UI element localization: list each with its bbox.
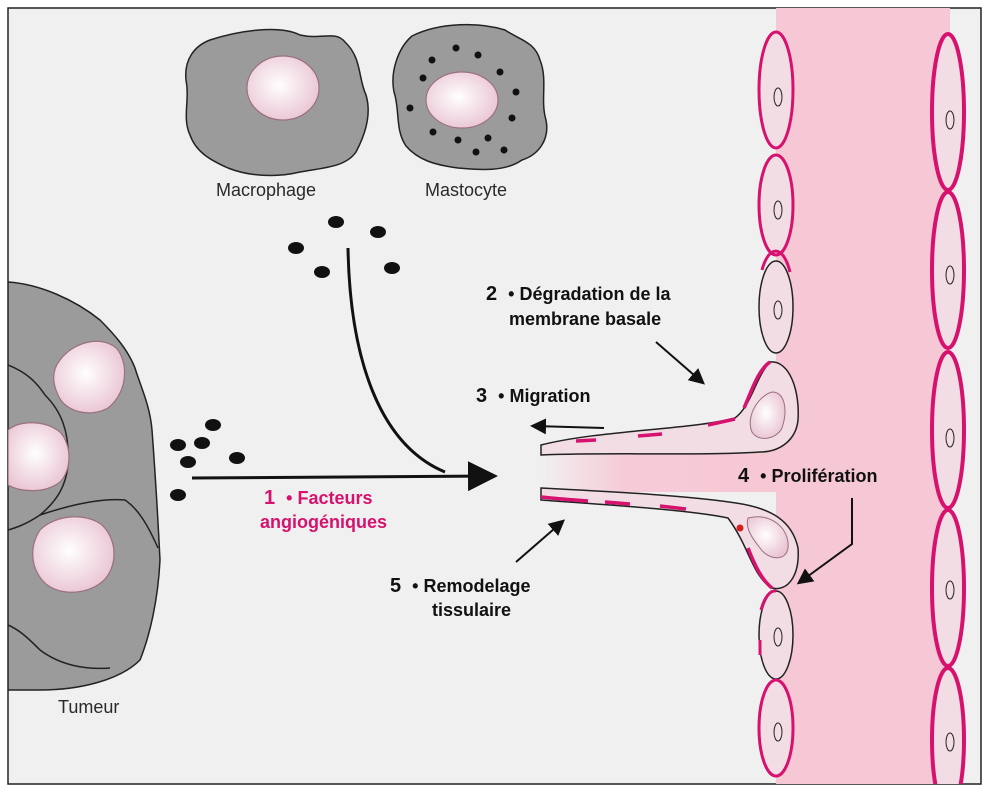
tumor-nucleus bbox=[33, 517, 114, 592]
mastocyte-nucleus bbox=[426, 72, 498, 128]
step4-text: • Prolifération bbox=[760, 466, 877, 486]
step5-line2: tissulaire bbox=[432, 600, 511, 620]
dividing-marker bbox=[737, 525, 744, 532]
endothelial-cell bbox=[759, 155, 793, 255]
granule bbox=[407, 105, 414, 112]
factor-granule bbox=[314, 266, 330, 278]
step2-label: 2 • Dégradation de la bbox=[486, 283, 671, 305]
step1-line2: angiogéniques bbox=[260, 512, 387, 532]
granule bbox=[453, 45, 460, 52]
granule bbox=[509, 115, 516, 122]
granule bbox=[420, 75, 427, 82]
arrow-factors-to-sprout bbox=[192, 476, 492, 478]
step3-text: • Migration bbox=[498, 386, 590, 406]
lower-sprout-membrane bbox=[605, 502, 630, 504]
mastocyte bbox=[393, 25, 547, 170]
granule bbox=[430, 129, 437, 136]
label-macrophage: Macrophage bbox=[216, 180, 316, 200]
endothelial-cell bbox=[759, 680, 793, 776]
granule bbox=[513, 89, 520, 96]
step3-number: 3 bbox=[476, 385, 487, 407]
granule bbox=[473, 149, 480, 156]
factor-granule bbox=[384, 262, 400, 274]
step4-number: 4 bbox=[738, 465, 750, 487]
factor-granule bbox=[205, 419, 221, 431]
endothelial-cell bbox=[932, 192, 964, 348]
tumor-nucleus bbox=[8, 423, 69, 491]
endothelial-cell bbox=[932, 510, 964, 666]
factor-granule bbox=[328, 216, 344, 228]
step5-line1: • Remodelage bbox=[412, 576, 530, 596]
label-mastocyte: Mastocyte bbox=[425, 180, 507, 200]
label-tumor: Tumeur bbox=[58, 697, 119, 717]
endothelial-cell bbox=[932, 668, 964, 792]
granule bbox=[429, 57, 436, 64]
upper-sprout-membrane bbox=[576, 440, 596, 441]
factor-granule bbox=[370, 226, 386, 238]
granule bbox=[501, 147, 508, 154]
factor-granule bbox=[288, 242, 304, 254]
granule bbox=[455, 137, 462, 144]
step2-number: 2 bbox=[486, 283, 497, 305]
macrophage bbox=[186, 30, 368, 176]
granule bbox=[475, 52, 482, 59]
factor-granule bbox=[180, 456, 196, 468]
step1-line1: • Facteurs bbox=[286, 488, 372, 508]
factor-granule bbox=[170, 489, 186, 501]
granule bbox=[485, 135, 492, 142]
macrophage-nucleus bbox=[247, 56, 319, 120]
endothelial-cell bbox=[759, 261, 793, 353]
granule bbox=[497, 69, 504, 76]
step2-line2: membrane basale bbox=[509, 309, 661, 329]
upper-sprout-membrane bbox=[638, 434, 662, 436]
factor-granule bbox=[229, 452, 245, 464]
step5-number: 5 bbox=[390, 575, 401, 597]
step1-number: 1 bbox=[264, 487, 275, 509]
step2-line1: • Dégradation de la bbox=[508, 284, 671, 304]
factor-granule bbox=[194, 437, 210, 449]
factor-granule bbox=[170, 439, 186, 451]
vessel-lumen bbox=[776, 8, 950, 784]
